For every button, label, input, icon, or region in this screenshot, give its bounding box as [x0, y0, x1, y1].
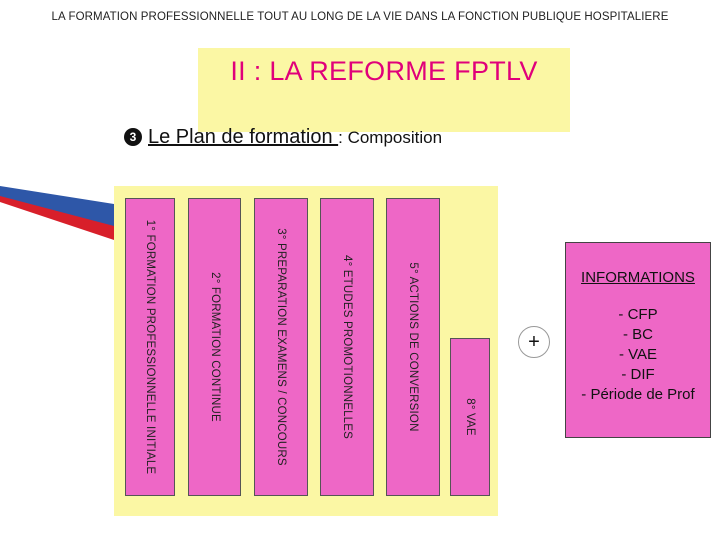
column-label: 3° PREPARATION EXAMENS / CONCOURS: [275, 228, 287, 466]
column-label: 1° FORMATION PROFESSIONNELLE INITIALE: [144, 219, 156, 475]
informations-box: INFORMATIONS - CFP - BC - VAE - DIF - Pé…: [565, 242, 711, 438]
info-item: - BC: [623, 326, 653, 343]
informations-list: - CFP - BC - VAE - DIF - Période de Prof: [566, 305, 710, 405]
info-item: - CFP: [618, 306, 658, 323]
title-box: [198, 48, 570, 132]
section-subtitle: 3 Le Plan de formation : Composition: [124, 126, 442, 149]
plus-icon: +: [518, 326, 550, 358]
slide-header: LA FORMATION PROFESSIONNELLE TOUT AU LON…: [51, 11, 669, 23]
info-item: - VAE: [618, 346, 658, 363]
number-3-icon: 3: [124, 128, 142, 146]
info-item: - Période de Prof: [581, 386, 695, 403]
column-label: 5° ACTIONS DE CONVERSION: [407, 262, 419, 432]
column-label: 4° ETUDES PROMOTIONNELLES: [341, 254, 353, 440]
info-item: - DIF: [621, 366, 655, 383]
column-label: 8° VAE: [464, 398, 476, 436]
slide-title: II : LA REFORME FPTLV: [230, 56, 538, 86]
column-vae: 8° VAE: [450, 338, 490, 496]
column-actions-conversion: 5° ACTIONS DE CONVERSION: [386, 198, 440, 496]
column-label: 2° FORMATION CONTINUE: [208, 272, 221, 422]
column-preparation-examens: 3° PREPARATION EXAMENS / CONCOURS: [254, 198, 308, 496]
column-formation-initiale: 1° FORMATION PROFESSIONNELLE INITIALE: [125, 198, 175, 496]
informations-title: INFORMATIONS: [581, 269, 695, 286]
column-etudes-promotionnelles: 4° ETUDES PROMOTIONNELLES: [320, 198, 374, 496]
decorative-arrow-shape: [0, 186, 114, 540]
column-formation-continue: 2° FORMATION CONTINUE: [188, 198, 241, 496]
subtitle-rest: : Composition: [338, 128, 443, 147]
subtitle-main: Le Plan de formation: [148, 126, 339, 148]
